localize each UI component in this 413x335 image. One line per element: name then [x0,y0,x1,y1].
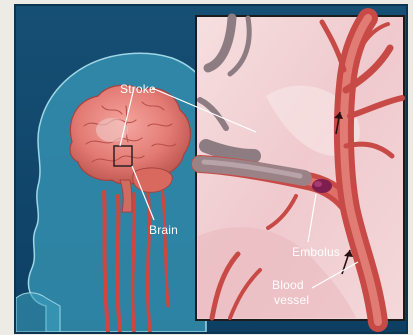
brain-label: Brain [149,224,178,237]
blood-vessel-label-line2: vessel [274,294,309,307]
inset-magnified-view [196,16,404,322]
embolus-clot [312,179,332,193]
illustration-canvas [16,6,406,332]
stroke-illustration: Stroke Brain Embolus Blood vessel [14,4,408,334]
embolus-label: Embolus [292,246,340,259]
stroke-label: Stroke [120,83,156,96]
blood-vessel-label-line1: Blood [272,279,304,292]
